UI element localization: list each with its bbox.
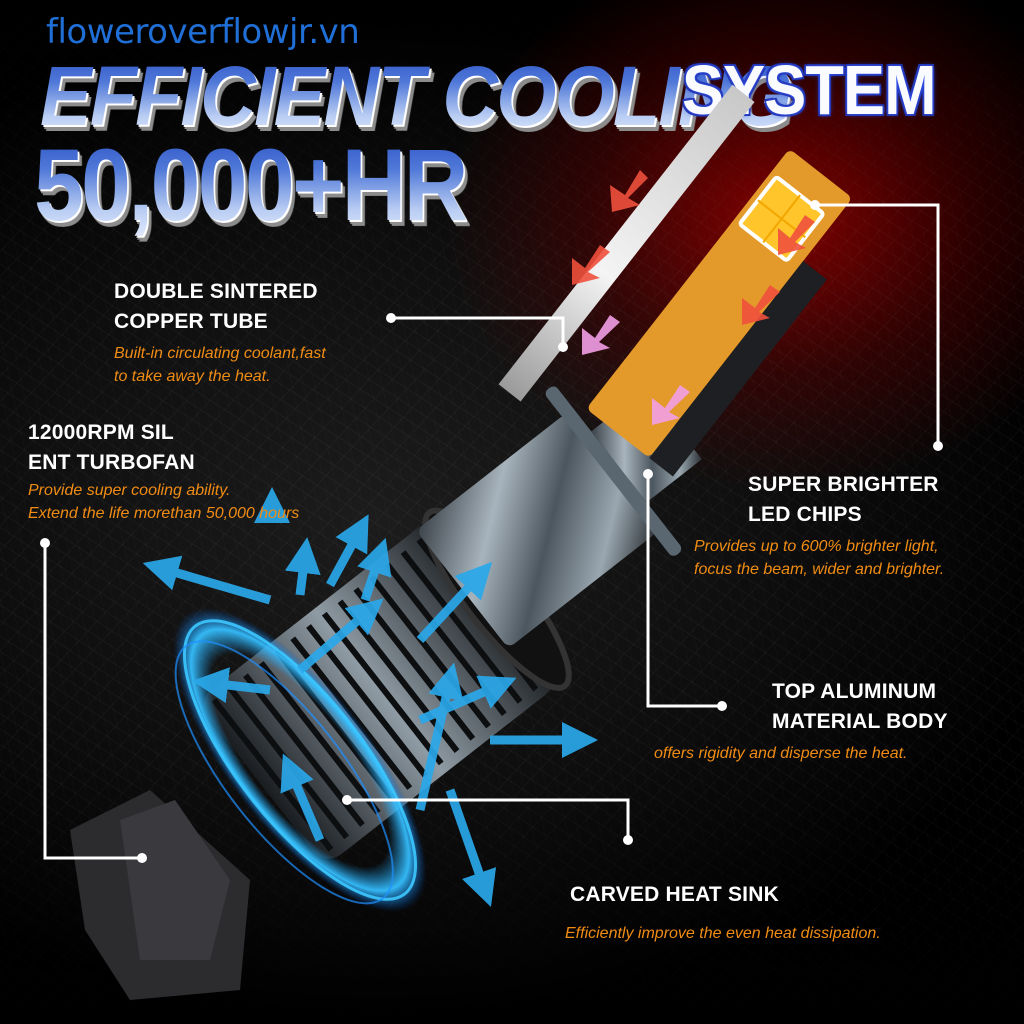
feature-description-line: offers rigidity and disperse the heat. (654, 745, 908, 762)
feature-description-line: Provides up to 600% brighter light, (694, 538, 939, 555)
feature-heading: TOP ALUMINUM (772, 680, 937, 703)
feature-heading: MATERIAL BODY (772, 710, 948, 733)
feature-heading: COPPER TUBE (114, 310, 268, 333)
title-lifespan: 50,000+HR (34, 128, 468, 243)
heat-flow-arrows (572, 170, 815, 425)
feature-description-line: to take away the heat. (114, 368, 271, 385)
feature-copper-tube: DOUBLE SINTERED COPPER TUBE Built-in cir… (114, 277, 326, 388)
feature-description-line: Efficiently improve the even heat dissip… (565, 925, 881, 942)
feature-turbofan: 12000RPM SIL ENT TURBOFAN Provide super … (28, 418, 299, 525)
feature-aluminum-body: TOP ALUMINUM MATERIAL BODY offers rigidi… (654, 677, 948, 765)
title-efficient-cooling: EFFICIENT COOLING (40, 49, 792, 143)
feature-description: Provides up to 600% brighter light, focu… (694, 535, 944, 581)
feature-description-line: focus the beam, wider and brighter. (694, 561, 945, 578)
feature-description: Provide super cooling ability. Extend th… (28, 479, 299, 525)
feature-heading: DOUBLE SINTERED (114, 280, 318, 303)
watermark-text: floweroverflowjr.vn (46, 12, 360, 52)
feature-led-chips: SUPER BRIGHTER LED CHIPS Provides up to … (694, 470, 944, 581)
feature-description: Built-in circulating coolant,fast to tak… (114, 342, 326, 388)
feature-description-line: Built-in circulating coolant,fast (114, 345, 326, 362)
copper-board-graphic (588, 151, 851, 477)
bulb-base-graphic (70, 790, 250, 1000)
feature-heat-sink: CARVED HEAT SINK Efficiently improve the… (565, 880, 881, 945)
feature-description-line: Extend the life morethan 50,000 hours (28, 505, 300, 522)
feature-description-line: Provide super cooling ability. (28, 482, 231, 499)
feature-heading: ENT TURBOFAN (28, 451, 195, 474)
feature-heading: CARVED HEAT SINK (570, 883, 779, 906)
feature-heading: 12000RPM SIL (28, 421, 174, 444)
feature-description: offers rigidity and disperse the heat. (654, 742, 948, 765)
feature-heading: LED CHIPS (748, 503, 862, 526)
feature-description: Efficiently improve the even heat dissip… (565, 922, 881, 945)
feature-heading: SUPER BRIGHTER (748, 473, 939, 496)
